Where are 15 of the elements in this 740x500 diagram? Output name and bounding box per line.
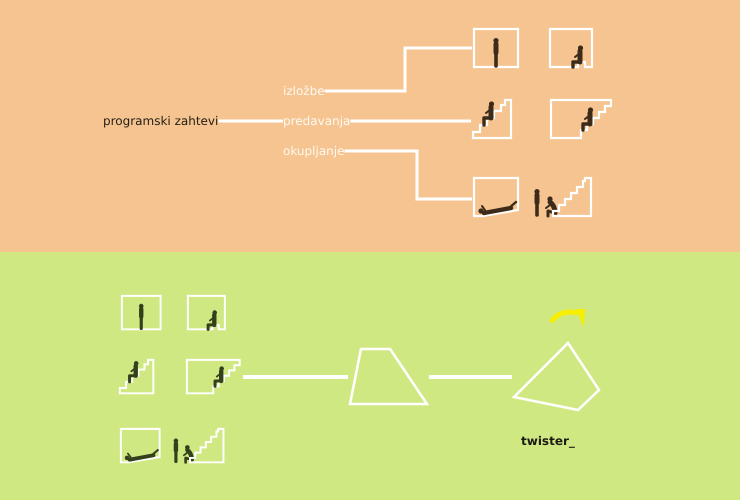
category-label: izložbe [283, 84, 325, 98]
connector-line [243, 375, 348, 379]
connector-line [324, 46, 472, 92]
caption-label: twister_ [521, 434, 575, 448]
connector-line [429, 375, 512, 379]
connector-line [344, 150, 472, 200]
activity-pictograms [116, 292, 243, 466]
activity-pictograms [472, 27, 596, 69]
connector-line [350, 120, 471, 122]
connector-line [218, 120, 283, 122]
quadrilateral-shape [512, 341, 602, 412]
category-label: predavanja [283, 114, 350, 128]
heading-label: programski zahtevi [103, 114, 218, 128]
trapezoid-shape [348, 347, 429, 406]
category-label: okupljanje [283, 144, 344, 158]
